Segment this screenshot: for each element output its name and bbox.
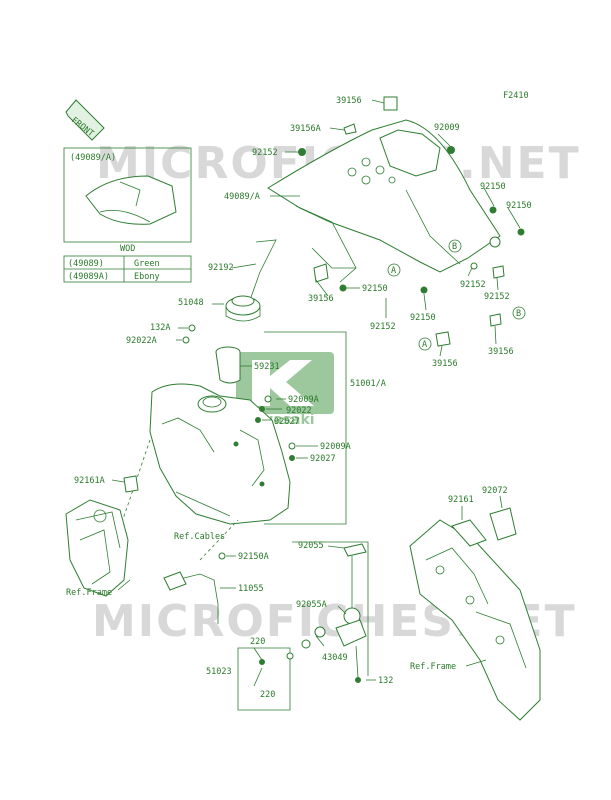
color-table: WOD (49089) Green (49089A) Ebony	[63, 244, 192, 283]
bolt-92150-b	[489, 206, 497, 214]
label-220-a: 220	[250, 637, 265, 647]
label-92072: 92072	[482, 486, 508, 496]
shroud-assembly	[267, 119, 501, 283]
label-ref-frame-right: Ref.Frame	[410, 662, 456, 672]
svg-text:(49089): (49089)	[68, 259, 104, 269]
collar-92152	[470, 262, 478, 270]
filler-tube-59231	[215, 346, 241, 384]
ref-mark-a-2: A	[418, 337, 432, 351]
label-39156-pad: 39156	[308, 294, 334, 304]
front-arrow-icon: FRONT	[65, 99, 105, 141]
bolt-92150-d	[420, 286, 428, 294]
label-43049: 43049	[322, 653, 348, 663]
label-92150-a: 92150	[362, 284, 388, 294]
bolt-92150-c	[517, 228, 525, 236]
label-51048: 51048	[178, 298, 204, 308]
label-92161a: 92161A	[74, 476, 105, 486]
clip-92009	[447, 146, 455, 154]
bracket-51023	[237, 647, 291, 711]
damper-92161	[451, 519, 487, 547]
label-51001a: 51001/A	[350, 379, 386, 389]
label-92150-b: 92150	[480, 182, 506, 192]
label-92027-2: 92027	[310, 454, 336, 464]
label-92152-b: 92152	[370, 322, 396, 332]
label-92027: 92027	[274, 417, 300, 427]
frame-left	[65, 499, 129, 597]
label-11055: 11055	[238, 584, 264, 594]
svg-text:A: A	[422, 340, 427, 350]
hose-clamp	[163, 571, 187, 591]
label-92152-c: 92152	[460, 280, 486, 290]
inset-panel: (49089/A)	[63, 147, 192, 243]
pad-39156	[313, 263, 329, 283]
bolt-92027-2	[289, 455, 295, 461]
ref-mark-a-1: A	[387, 263, 401, 277]
label-92150-d: 92150	[410, 313, 436, 323]
leader-lines	[111, 99, 521, 687]
label-39156-c: 39156	[488, 347, 514, 357]
label-92152: 92152	[252, 148, 278, 158]
label-92055a: 92055A	[296, 600, 327, 610]
label-92152-d: 92152	[484, 292, 510, 302]
fuel-cock-51023	[259, 543, 367, 683]
label-92150-c: 92150	[506, 201, 532, 211]
fuel-hose-11055	[167, 573, 219, 624]
label-ref-frame-left: Ref.Frame	[66, 588, 112, 598]
fuel-cap	[225, 295, 261, 322]
label-220-b: 220	[260, 690, 275, 700]
bolt-92027	[255, 417, 261, 423]
ref-mark-b-1: B	[448, 239, 462, 253]
label-92055: 92055	[298, 541, 324, 551]
clip-92150a	[218, 552, 226, 560]
label-92009: 92009	[434, 123, 460, 133]
table-header: WOD	[120, 244, 135, 254]
svg-text:(49089A): (49089A)	[68, 272, 109, 282]
svg-text:A: A	[391, 266, 396, 276]
svg-text:Green: Green	[134, 259, 160, 269]
svg-text:Ebony: Ebony	[134, 272, 160, 282]
fuel-tank	[149, 383, 291, 525]
callout-labels: 39156 39156A 92152 92009 49089/A 92150 9…	[66, 96, 532, 700]
label-49089a: 49089/A	[224, 192, 260, 202]
label-92150a: 92150A	[238, 552, 269, 562]
bracket-92055	[292, 541, 369, 676]
pad-39156-c	[489, 313, 502, 327]
inset-title: (49089/A)	[70, 153, 116, 163]
clip-92009a	[264, 395, 272, 403]
label-51023: 51023	[206, 667, 232, 677]
label-39156: 39156	[336, 96, 362, 106]
ref-mark-b-2: B	[512, 306, 526, 320]
bolt-92150-a	[339, 284, 347, 292]
label-132: 132	[378, 676, 393, 686]
damper-92161a	[123, 475, 139, 493]
label-92009a-2: 92009A	[320, 442, 351, 452]
bracket-39156a	[343, 123, 357, 135]
label-59231: 59231	[254, 362, 280, 372]
svg-text:B: B	[452, 242, 457, 252]
label-92009a: 92009A	[288, 395, 319, 405]
label-92022: 92022	[286, 406, 312, 416]
label-92161: 92161	[448, 495, 474, 505]
diagram-code: F2410	[503, 91, 529, 101]
bracket-51001a	[264, 331, 347, 525]
label-39156-b: 39156	[432, 359, 458, 369]
pad-92152	[492, 265, 505, 279]
strap-92072	[489, 507, 517, 541]
bracket-39156	[383, 96, 398, 111]
pad-39156-b	[435, 331, 451, 347]
label-132a: 132A	[150, 323, 170, 333]
label-92192: 92192	[208, 263, 234, 273]
svg-text:B: B	[516, 309, 521, 319]
label-39156a: 39156A	[290, 124, 321, 134]
clip-92009a-2	[288, 442, 296, 450]
washer-92022a	[182, 336, 190, 344]
nut-92152	[298, 148, 306, 156]
label-ref-cables: Ref.Cables	[174, 532, 225, 542]
breather-hose	[249, 239, 277, 301]
label-92022a: 92022A	[126, 336, 157, 346]
bolt-92022	[259, 406, 265, 412]
gasket-132a	[188, 324, 196, 332]
